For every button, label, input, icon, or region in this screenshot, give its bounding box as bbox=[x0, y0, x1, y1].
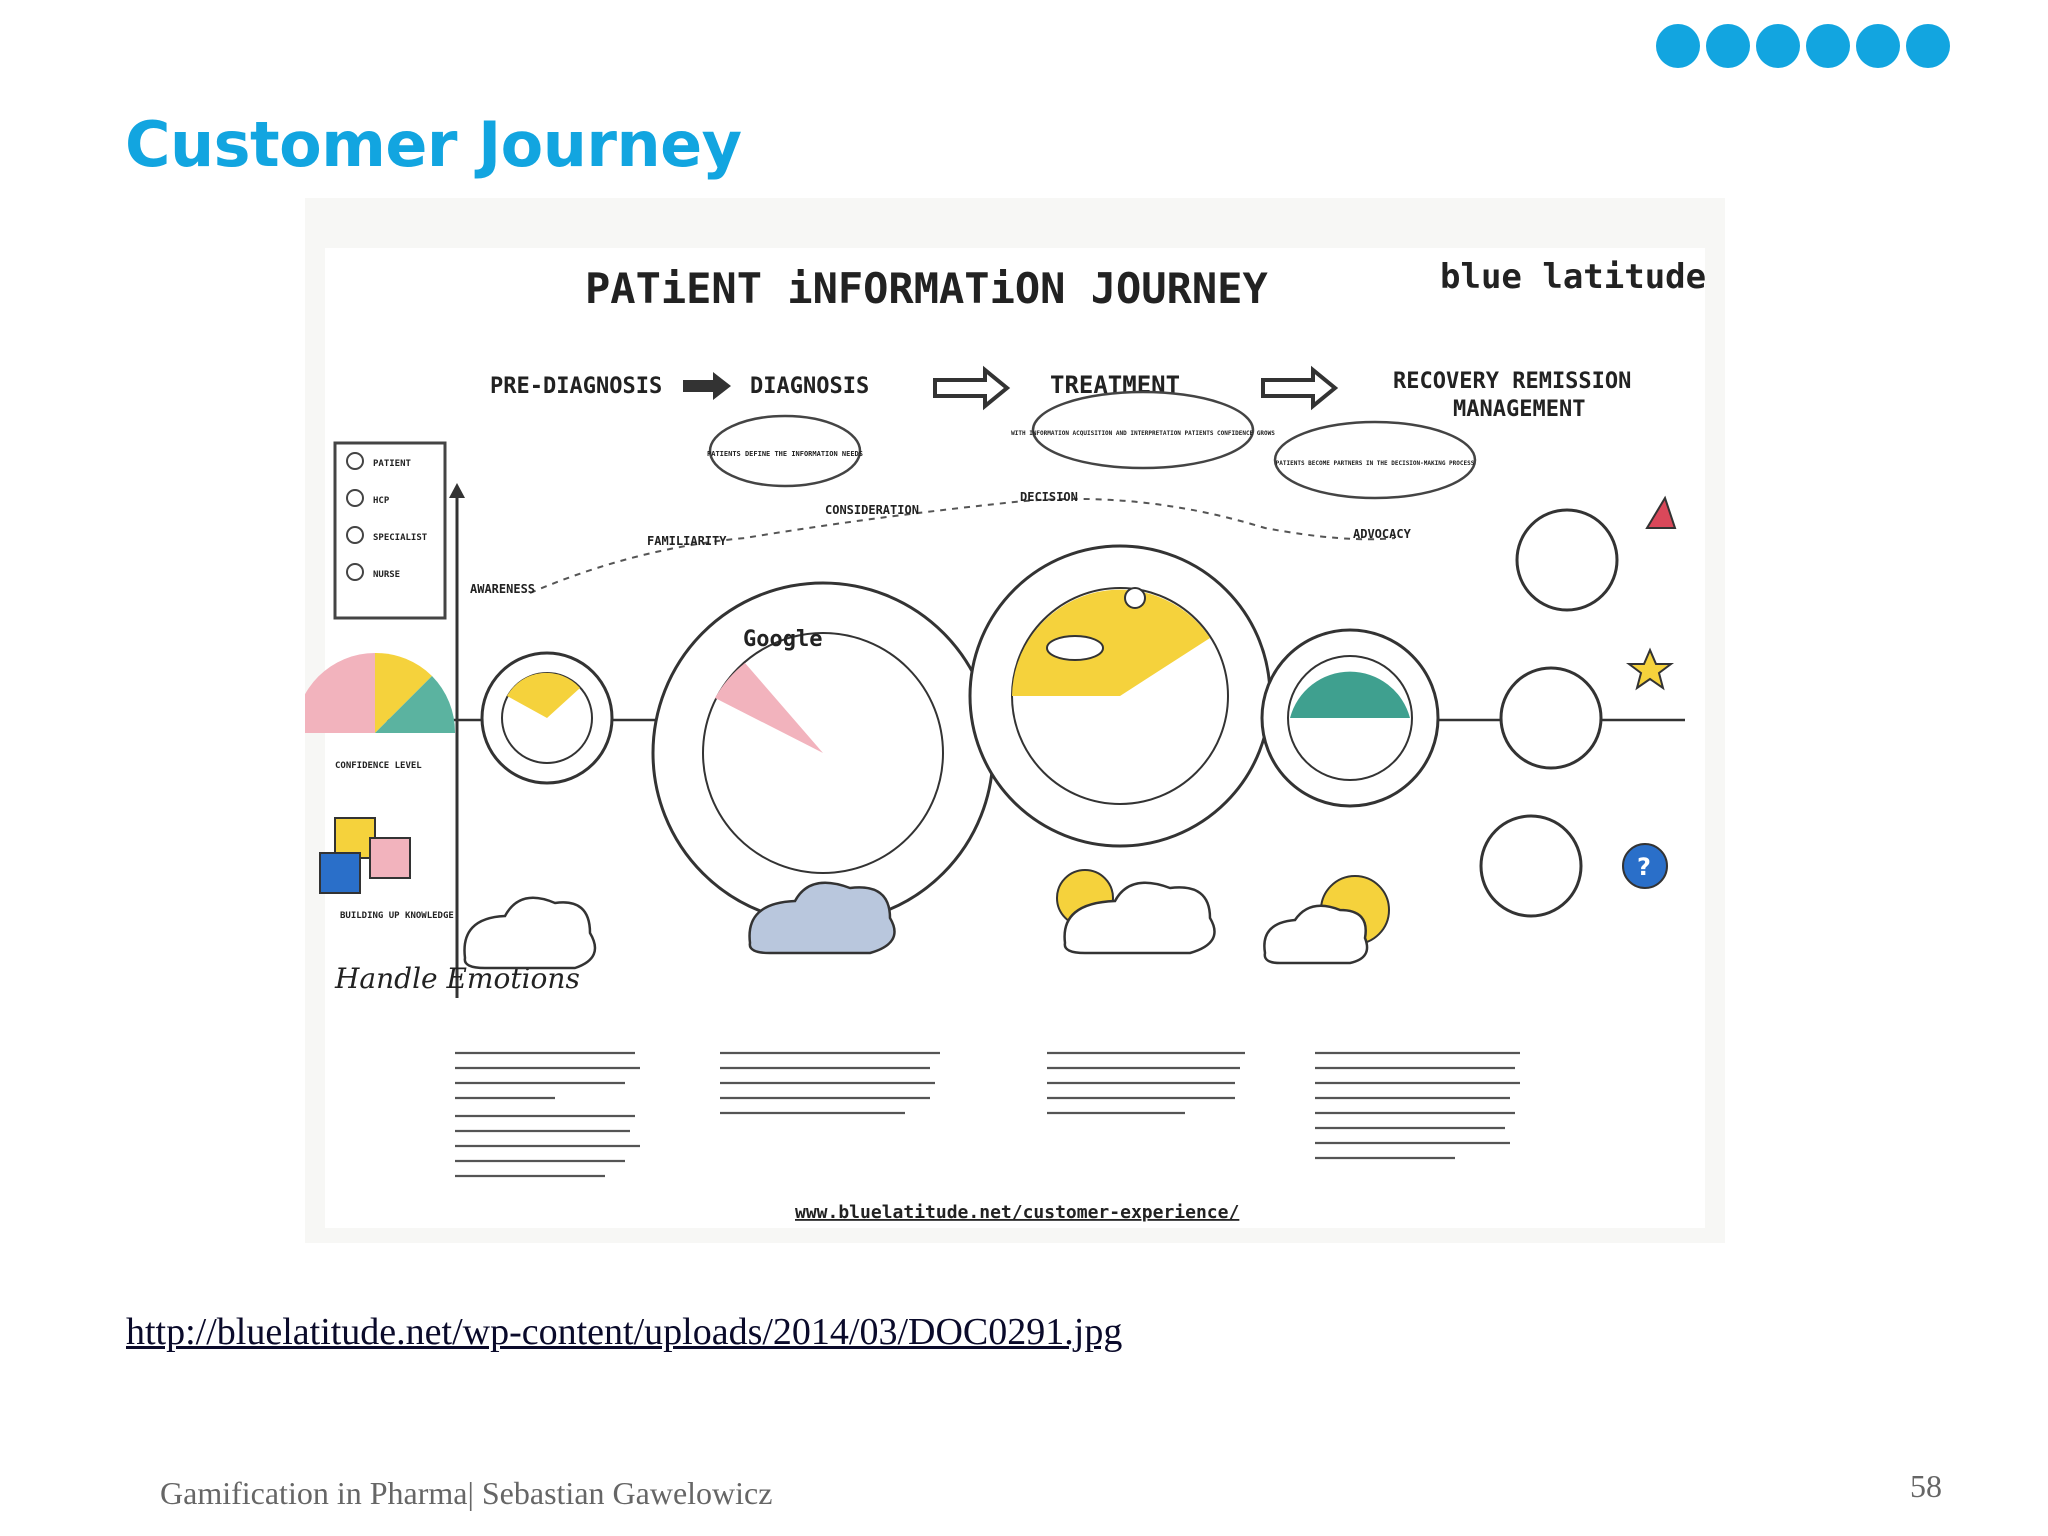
journey-path bbox=[529, 497, 1396, 594]
svg-text:PATIENT: PATIENT bbox=[373, 459, 412, 469]
legend-card bbox=[333, 441, 447, 620]
path-label: ADVOCACY bbox=[1353, 527, 1412, 541]
svg-text:HCP: HCP bbox=[373, 496, 390, 506]
sketch-title: PATiENT iNFORMATiON JOURNEY bbox=[585, 264, 1268, 313]
outcome-circle bbox=[1479, 814, 1583, 918]
legend-patient: PATIENT bbox=[346, 452, 412, 470]
arrow-icon bbox=[1261, 365, 1339, 411]
path-label: AWARENESS bbox=[470, 582, 535, 596]
side-label: BUILDING UP KNOWLEDGE bbox=[340, 911, 454, 921]
recovery-wheel bbox=[1260, 628, 1440, 808]
bubble-text: PATIENTS BECOME PARTNERS IN THE DECISION… bbox=[1276, 460, 1475, 467]
cloud-icon bbox=[1263, 904, 1369, 965]
treatment-wheel bbox=[968, 544, 1272, 848]
path-label: FAMILIARITY bbox=[647, 534, 727, 548]
stage-label: PRE-DIAGNOSIS bbox=[490, 374, 662, 399]
stage-label: DIAGNOSIS bbox=[750, 374, 869, 399]
google-label: Google bbox=[743, 627, 822, 652]
svg-text:NURSE: NURSE bbox=[373, 570, 400, 580]
diagnosis-wheel: Google bbox=[651, 581, 995, 925]
legend-hcp: HCP bbox=[346, 489, 390, 507]
notes-block bbox=[455, 1051, 1520, 1178]
puzzle-icon bbox=[319, 817, 411, 894]
confidence-gauge bbox=[305, 652, 456, 733]
stage-label: RECOVERY REMISSION bbox=[1393, 369, 1631, 394]
question-bubble-icon: ? bbox=[1622, 843, 1668, 889]
thought-bubble bbox=[1273, 420, 1477, 500]
bubble-text: PATIENTS DEFINE THE INFORMATION NEEDS bbox=[707, 450, 863, 458]
bubble-text: WITH INFORMATION ACQUISITION AND INTERPR… bbox=[1011, 430, 1275, 437]
svg-text:?: ? bbox=[1637, 853, 1651, 881]
thought-bubble bbox=[1031, 390, 1255, 470]
page-number: 58 bbox=[1910, 1468, 1942, 1504]
progress-dot bbox=[1656, 24, 1700, 68]
outcome-circle bbox=[1515, 508, 1619, 612]
legend-specialist: SPECIALIST bbox=[346, 526, 428, 544]
storm-cloud-icon bbox=[748, 881, 896, 955]
progress-dot bbox=[1806, 24, 1850, 68]
path-label: CONSIDERATION bbox=[825, 503, 919, 517]
brand-logo: blue latitude bbox=[1440, 257, 1706, 297]
graduation-cap-icon bbox=[1645, 495, 1677, 529]
svg-text:SPECIALIST: SPECIALIST bbox=[373, 533, 428, 543]
stage-label: MANAGEMENT bbox=[1453, 397, 1585, 422]
source-link[interactable]: http://bluelatitude.net/wp-content/uploa… bbox=[126, 1311, 1123, 1353]
sketch-url: www.bluelatitude.net/customer-experience… bbox=[795, 1202, 1239, 1223]
slide-title: Customer Journey bbox=[125, 108, 742, 181]
progress-dot bbox=[1906, 24, 1950, 68]
progress-dot bbox=[1856, 24, 1900, 68]
thought-bubble bbox=[708, 414, 862, 488]
cloud-icon bbox=[463, 896, 597, 970]
star-icon bbox=[1626, 647, 1674, 691]
progress-dot bbox=[1706, 24, 1750, 68]
footer-text: Gamification in Pharma| Sebastian Gawelo… bbox=[160, 1475, 773, 1511]
cloud-icon bbox=[1063, 881, 1216, 955]
path-label: DECISION bbox=[1020, 490, 1078, 504]
legend-nurse: NURSE bbox=[346, 563, 400, 581]
pill-icon bbox=[1046, 587, 1146, 661]
progress-dot bbox=[1756, 24, 1800, 68]
pre-diagnosis-wheel bbox=[480, 651, 614, 785]
slide-progress-dots bbox=[1656, 24, 1950, 68]
arrow-icon bbox=[683, 372, 731, 400]
arrow-icon bbox=[933, 365, 1011, 411]
outcome-circle bbox=[1499, 666, 1603, 770]
patient-journey-sketch: PATiENT iNFORMATiON JOURNEY blue latitud… bbox=[305, 198, 1725, 1243]
side-label: CONFIDENCE LEVEL bbox=[335, 761, 422, 771]
